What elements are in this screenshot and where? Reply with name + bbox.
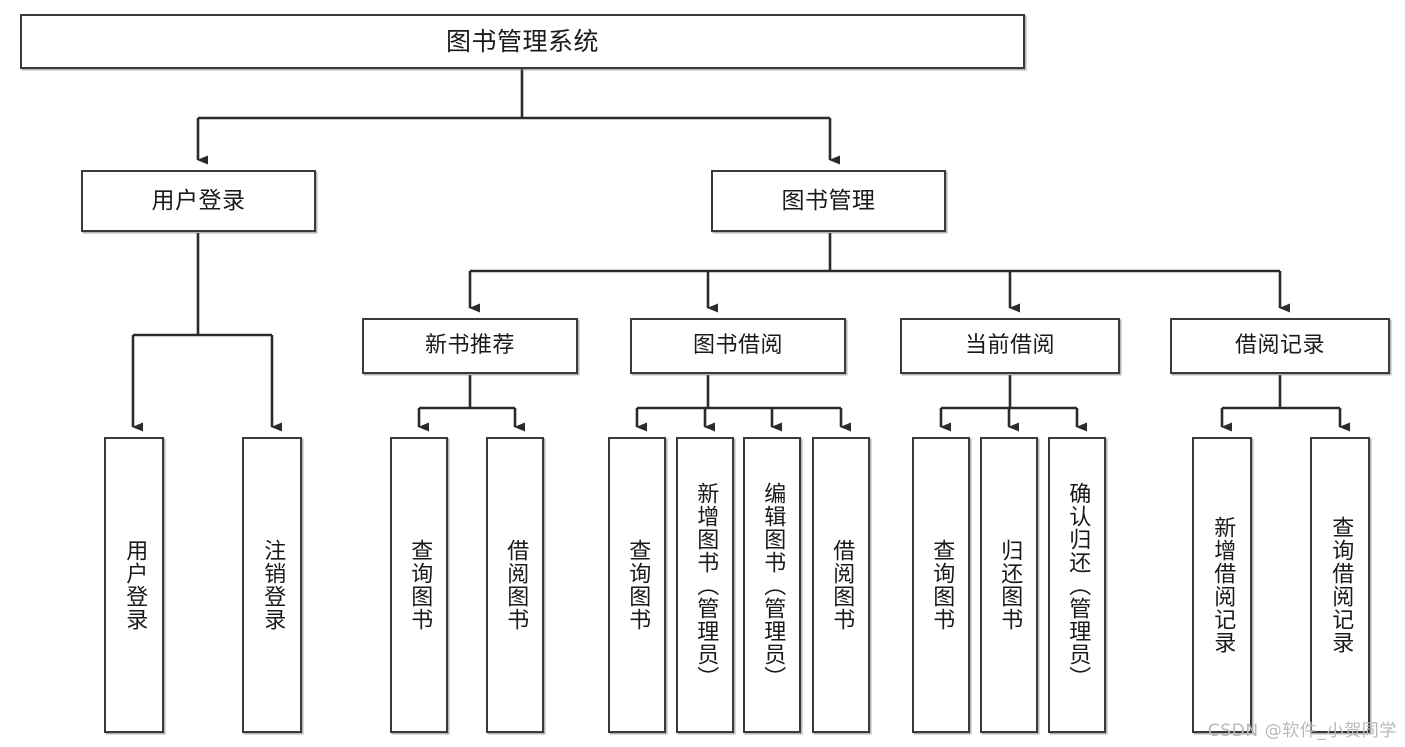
node-current-borrow[interactable]: 当前借阅 (900, 318, 1120, 374)
node-new-book-recommend[interactable]: 新书推荐 (362, 318, 578, 374)
node-leaf-query-book-2[interactable]: 查询图书 (608, 437, 666, 733)
node-label: 新书推荐 (424, 333, 515, 359)
node-leaf-query-book-3[interactable]: 查询图书 (912, 437, 970, 733)
node-label: 新增借阅记录 (1210, 516, 1236, 654)
node-leaf-add-record[interactable]: 新增借阅记录 (1192, 437, 1252, 733)
node-leaf-confirm-return[interactable]: 确认归还（管理员） (1048, 437, 1106, 733)
node-book-borrow[interactable]: 图书借阅 (630, 318, 846, 374)
node-leaf-query-record[interactable]: 查询借阅记录 (1310, 437, 1370, 733)
node-label: 注销登录 (260, 539, 286, 631)
node-label: 借阅记录 (1234, 333, 1325, 359)
node-leaf-user-login[interactable]: 用户登录 (104, 437, 164, 733)
node-leaf-borrow-book-2[interactable]: 借阅图书 (812, 437, 870, 733)
node-label: 查询图书 (407, 539, 433, 631)
node-leaf-return-book[interactable]: 归还图书 (980, 437, 1038, 733)
node-label: 借阅图书 (829, 539, 855, 631)
node-leaf-borrow-book-1[interactable]: 借阅图书 (486, 437, 544, 733)
node-leaf-query-book-1[interactable]: 查询图书 (390, 437, 448, 733)
node-label: 图书借阅 (692, 333, 783, 359)
node-book-manage[interactable]: 图书管理 (711, 170, 946, 232)
node-label: 查询图书 (929, 539, 955, 631)
node-label: 图书管理 (781, 187, 876, 214)
node-label: 用户登录 (151, 187, 246, 214)
node-user-login[interactable]: 用户登录 (81, 170, 316, 232)
node-label: 新增图书（管理员） (693, 481, 719, 689)
csdn-watermark: CSDN @软件_小贺同学 (1207, 721, 1397, 741)
node-label: 归还图书 (997, 539, 1023, 631)
node-label: 当前借阅 (964, 333, 1055, 359)
node-leaf-user-logout[interactable]: 注销登录 (242, 437, 302, 733)
node-leaf-edit-book[interactable]: 编辑图书（管理员） (743, 437, 801, 733)
node-label: 图书管理系统 (445, 27, 599, 56)
node-label: 确认归还（管理员） (1065, 481, 1091, 689)
node-label: 用户登录 (122, 539, 148, 631)
node-label: 编辑图书（管理员） (760, 481, 786, 689)
node-leaf-add-book[interactable]: 新增图书（管理员） (676, 437, 734, 733)
node-label: 借阅图书 (503, 539, 529, 631)
node-borrow-record[interactable]: 借阅记录 (1170, 318, 1390, 374)
node-label: 查询借阅记录 (1328, 516, 1354, 654)
node-label: 查询图书 (625, 539, 651, 631)
node-root-system[interactable]: 图书管理系统 (20, 14, 1025, 69)
